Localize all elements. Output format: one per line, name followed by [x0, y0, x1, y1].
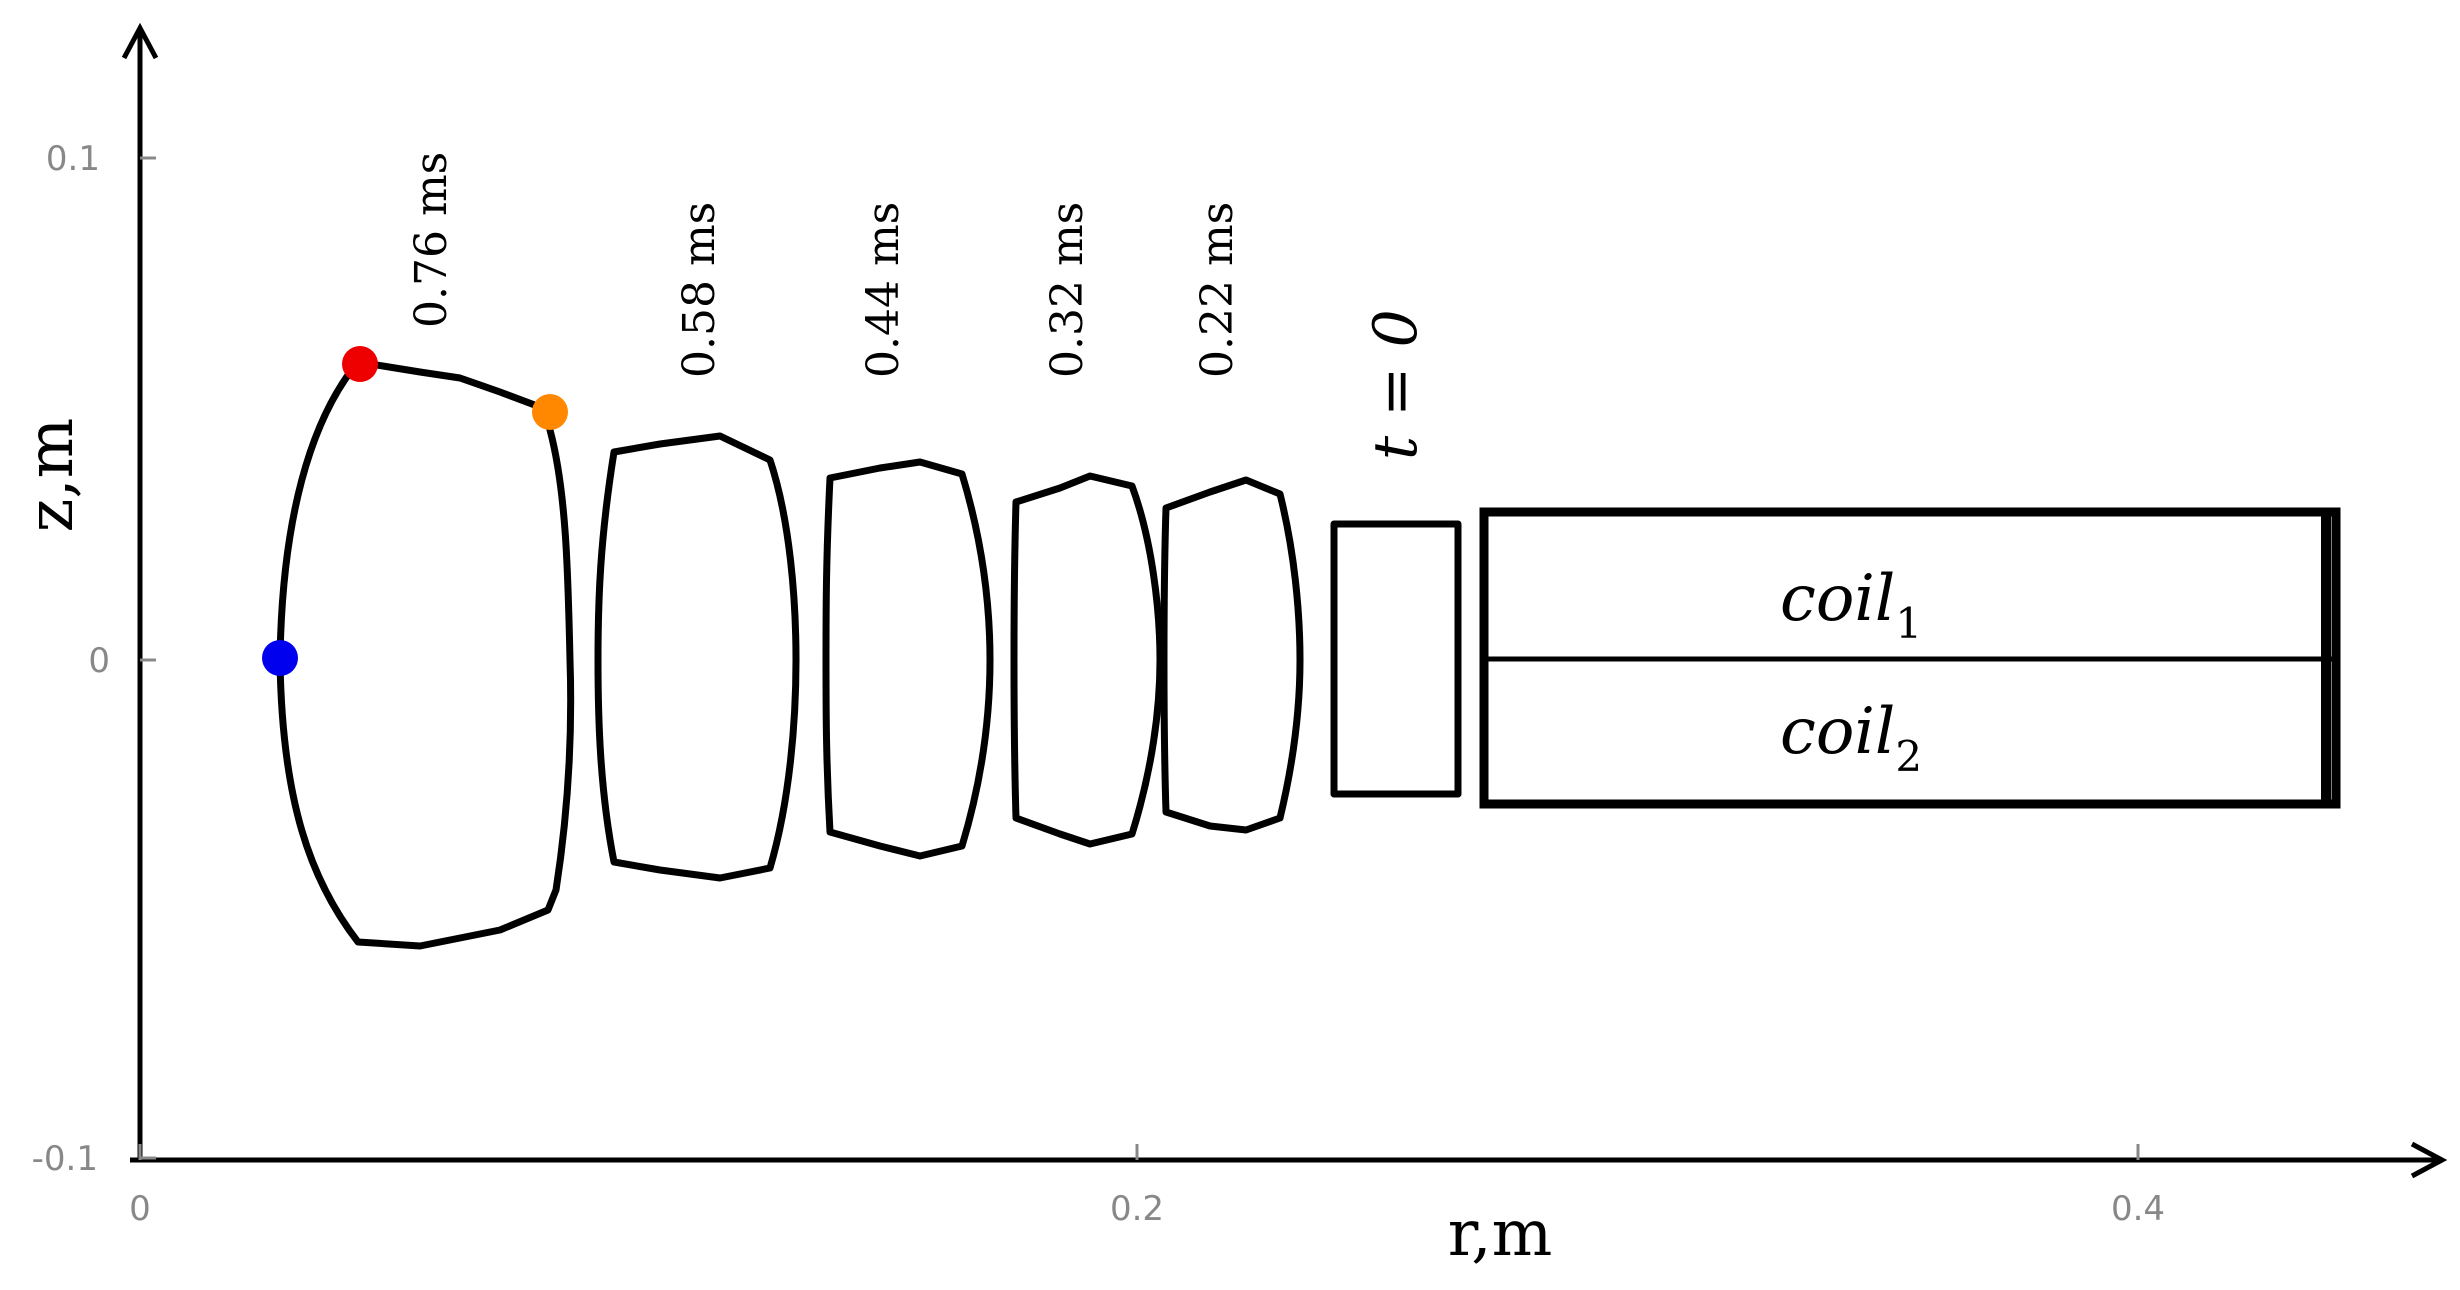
blue-marker: [262, 640, 298, 676]
y-tick-label-bottom: -0.1: [32, 1139, 98, 1179]
x-axis-title: r,m: [1448, 1197, 1553, 1271]
time-label-0.76ms: 0.76 ms: [406, 152, 457, 328]
time-label-0.58ms: 0.58 ms: [674, 202, 725, 378]
x-tick-label-0.4: 0.4: [2111, 1189, 2165, 1229]
y-tick-label-top: 0.1: [46, 139, 100, 179]
coil-block: [1479, 507, 2341, 809]
shape-t0: [1330, 520, 1462, 798]
coil2-label: coil2: [1780, 695, 1922, 781]
r-axis-arrow: [2410, 1141, 2448, 1179]
shape-0.44ms: [822, 458, 994, 860]
x-tick-label-0.2: 0.2: [1110, 1189, 1164, 1229]
time-label-0.44ms: 0.44 ms: [858, 202, 909, 378]
red-marker: [342, 346, 378, 382]
shape-0.76ms: [276, 358, 575, 950]
x-tick-label-0: 0: [129, 1189, 151, 1229]
shape-0.32ms: [1010, 472, 1164, 848]
time-label-0.32ms: 0.32 ms: [1042, 202, 1093, 378]
shape-0.22ms: [1160, 476, 1304, 834]
orange-marker: [532, 394, 568, 430]
time-label-0.22ms: 0.22 ms: [1192, 202, 1243, 378]
shape-0.58ms: [594, 432, 800, 882]
time-label-t0: t = 0: [1361, 309, 1431, 460]
coil1-label: coil1: [1780, 562, 1922, 648]
y-tick-label-mid: 0: [88, 641, 110, 681]
z-axis-arrow: [121, 22, 159, 60]
y-axis-title: z,m: [14, 418, 88, 533]
